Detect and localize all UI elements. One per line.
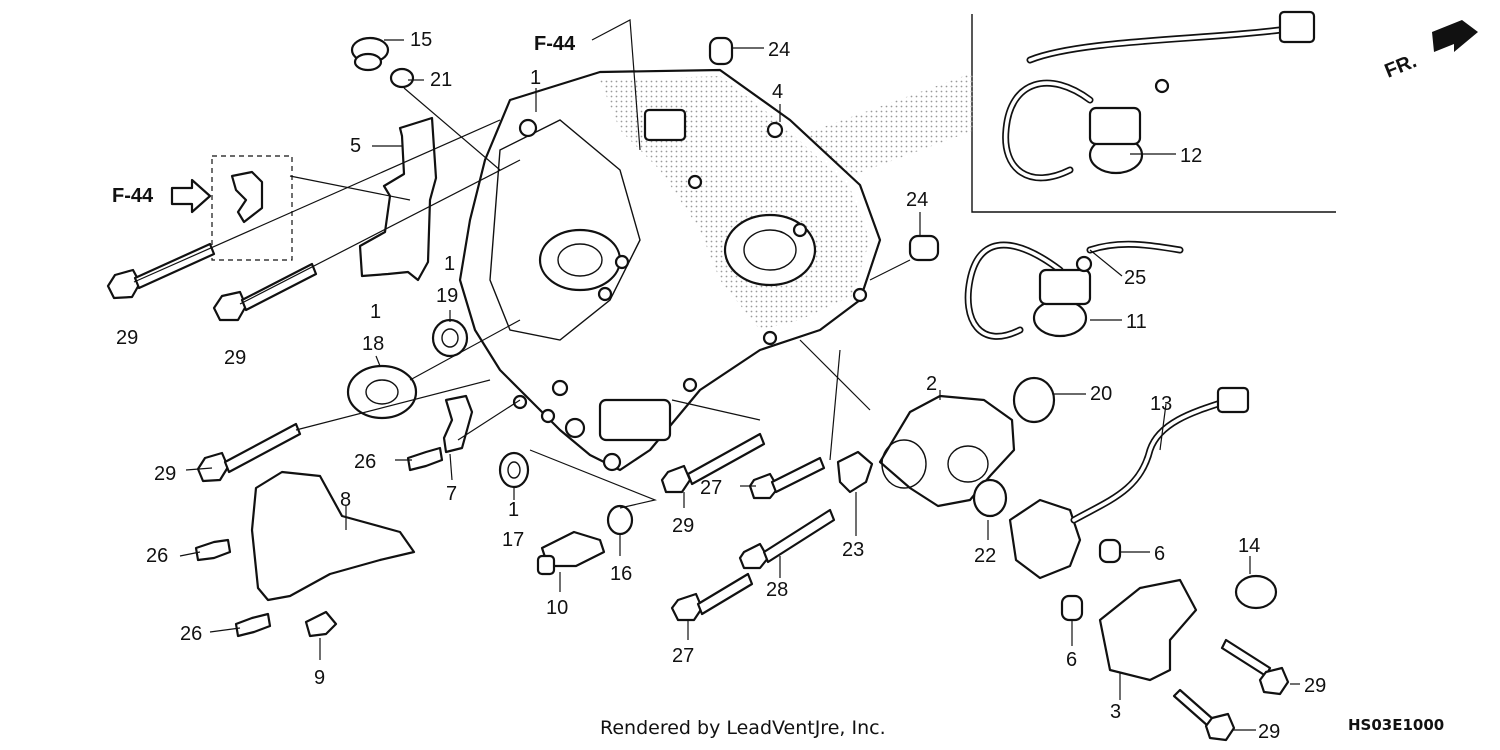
bolt bbox=[1204, 712, 1236, 742]
callout-11: 11 bbox=[1126, 311, 1147, 333]
oil-seal bbox=[431, 318, 469, 358]
reference-label: F-44 bbox=[534, 33, 576, 55]
callout-25: 25 bbox=[1124, 267, 1146, 289]
callout-17: 17 bbox=[502, 529, 524, 551]
bolt bbox=[762, 508, 836, 564]
clip bbox=[304, 610, 338, 638]
leader-lines bbox=[133, 19, 1300, 731]
callout-5: 5 bbox=[350, 135, 361, 157]
callout-26: 26 bbox=[146, 545, 168, 567]
callout-23: 23 bbox=[842, 539, 864, 561]
bolt bbox=[1258, 666, 1290, 696]
callout-1: 1 bbox=[444, 253, 455, 275]
callout-1: 1 bbox=[530, 67, 541, 89]
callout-2: 2 bbox=[926, 373, 937, 395]
bracket bbox=[358, 116, 438, 282]
callout-29: 29 bbox=[672, 515, 694, 537]
callout-6: 6 bbox=[1154, 543, 1165, 565]
bearing bbox=[346, 364, 418, 420]
clamp bbox=[230, 170, 264, 224]
callout-1: 1 bbox=[370, 301, 381, 323]
render-credit: Rendered by LeadVentJre, Inc. bbox=[600, 717, 886, 739]
reference-arrow-icon bbox=[170, 178, 212, 214]
washer bbox=[606, 504, 634, 536]
callout-16: 16 bbox=[610, 563, 632, 585]
diagram-code: HS03E1000 bbox=[1348, 716, 1444, 734]
bolt bbox=[670, 592, 704, 622]
callout-24: 24 bbox=[768, 39, 790, 61]
bolt bbox=[196, 422, 302, 483]
callout-29: 29 bbox=[116, 327, 138, 349]
callout-28: 28 bbox=[766, 579, 788, 601]
bolt bbox=[406, 446, 444, 472]
callout-29: 29 bbox=[224, 347, 246, 369]
bolt bbox=[686, 432, 766, 486]
bolt bbox=[212, 262, 318, 322]
bolt bbox=[194, 538, 232, 562]
callout-26: 26 bbox=[180, 623, 202, 645]
callout-10: 10 bbox=[546, 597, 568, 619]
oil-seal bbox=[498, 451, 530, 489]
bolt bbox=[696, 572, 754, 616]
callouts: 1 1 1 1 1 2 3 4 5 6 6 7 8 9 10 11 12 13 … bbox=[116, 29, 1326, 743]
hose-clamp bbox=[836, 450, 874, 494]
bolt bbox=[738, 542, 770, 570]
o-ring bbox=[1012, 376, 1056, 424]
dowel-pin bbox=[1060, 594, 1084, 622]
switch-harness bbox=[964, 240, 1184, 340]
grommet bbox=[1234, 574, 1278, 610]
dowel-pin bbox=[1098, 538, 1122, 564]
callout-26: 26 bbox=[354, 451, 376, 473]
reference-box bbox=[211, 155, 293, 261]
dowel-pin bbox=[708, 36, 734, 66]
callout-12: 12 bbox=[1180, 145, 1202, 167]
switch-harness-inset bbox=[1002, 10, 1316, 182]
callout-22: 22 bbox=[974, 545, 996, 567]
dowel-pin bbox=[908, 234, 940, 262]
bolt bbox=[770, 456, 826, 494]
callout-15: 15 bbox=[410, 29, 432, 51]
callout-20: 20 bbox=[1090, 383, 1112, 405]
callout-18: 18 bbox=[362, 333, 384, 355]
guard-plate bbox=[250, 470, 416, 602]
callout-6: 6 bbox=[1066, 649, 1077, 671]
callout-1: 1 bbox=[508, 499, 519, 521]
o-ring bbox=[389, 67, 415, 89]
callout-13: 13 bbox=[1150, 393, 1172, 415]
callout-9: 9 bbox=[314, 667, 325, 689]
o-ring bbox=[972, 478, 1008, 518]
sensor bbox=[536, 530, 606, 576]
harness-clamp bbox=[442, 394, 474, 454]
callout-4: 4 bbox=[772, 81, 783, 103]
housing-port bbox=[947, 445, 989, 483]
callout-27: 27 bbox=[672, 645, 694, 667]
bolt bbox=[1220, 638, 1272, 678]
crankcase-cover bbox=[458, 68, 882, 472]
speed-sensor bbox=[1008, 386, 1250, 580]
callout-29: 29 bbox=[1304, 675, 1326, 697]
callout-29: 29 bbox=[1258, 721, 1280, 743]
housing-outlet bbox=[881, 439, 927, 489]
front-direction-arrow-icon bbox=[1432, 20, 1478, 52]
callout-8: 8 bbox=[340, 489, 351, 511]
plug bbox=[350, 36, 390, 72]
front-direction-label: FR. bbox=[1382, 50, 1420, 82]
callout-3: 3 bbox=[1110, 701, 1121, 723]
sensor-bracket bbox=[1098, 578, 1198, 682]
reference-label: F-44 bbox=[112, 185, 154, 207]
callout-27: 27 bbox=[700, 477, 722, 499]
bolt bbox=[1172, 688, 1216, 728]
callout-21: 21 bbox=[430, 69, 452, 91]
callout-19: 19 bbox=[436, 285, 458, 307]
callout-7: 7 bbox=[446, 483, 457, 505]
callout-24: 24 bbox=[906, 189, 928, 211]
callout-29: 29 bbox=[154, 463, 176, 485]
bolt bbox=[660, 464, 692, 494]
callout-14: 14 bbox=[1238, 535, 1260, 557]
bolt bbox=[106, 242, 216, 300]
bolt bbox=[234, 612, 272, 638]
